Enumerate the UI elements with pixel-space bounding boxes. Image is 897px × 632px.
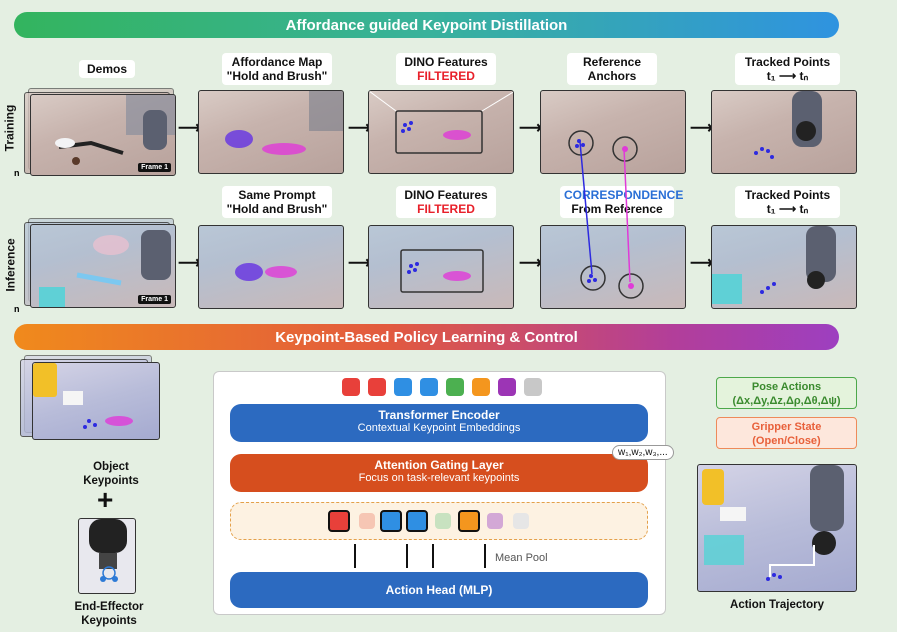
arrow-2: ⟶ [348, 120, 371, 137]
caption-action-trajectory: Action Trajectory [730, 599, 824, 611]
gated-token [487, 513, 503, 529]
arrow-1: ⟶ [178, 120, 201, 137]
dino-features-image-training [368, 90, 514, 174]
affordance-map-image [198, 90, 344, 174]
arrow-8: ⟶ [690, 255, 713, 272]
n-mark-training: n [14, 168, 20, 178]
pose-actions-box: Pose Actions(Δx,Δy,Δz,Δρ,Δθ,Δψ) [716, 377, 857, 409]
demo-image-training: Frame 1 [30, 94, 176, 176]
arrow-pool-3 [432, 544, 434, 568]
row-label-training: Training [2, 104, 17, 152]
keypoint-token [394, 378, 412, 396]
attention-title: Attention Gating Layer [374, 458, 504, 472]
demo-scene [55, 95, 175, 165]
weights-badge: w₁,w₂,w₃,... [612, 445, 674, 460]
arrow-4: ⟶ [690, 120, 713, 137]
object-keypoints-scene [33, 363, 133, 429]
section-1-title: Affordance guided Keypoint Distillation [285, 16, 568, 34]
end-effector-scene [89, 519, 127, 582]
section-2-banner: Keypoint-Based Policy Learning & Control [14, 324, 839, 350]
affordance-scene [225, 91, 343, 155]
transformer-encoder-block: Transformer Encoder Contextual Keypoint … [230, 404, 648, 442]
arrow-6: ⟶ [348, 255, 371, 272]
same-prompt-scene [235, 263, 297, 281]
attention-subtitle: Focus on task-relevant keypoints [358, 472, 520, 484]
row-label-inference: Inference [3, 238, 18, 292]
label-affordance-map: Affordance Map"Hold and Brush" [222, 53, 332, 85]
gated-token [435, 513, 451, 529]
keypoint-token [368, 378, 386, 396]
tracked-points-training-image [711, 90, 857, 174]
keypoint-token [420, 378, 438, 396]
gated-token [328, 510, 350, 532]
frame-tag-training: Frame 1 [138, 163, 171, 172]
section-1-banner: Affordance guided Keypoint Distillation [14, 12, 839, 38]
action-trajectory-image [697, 464, 857, 592]
action-head-block: Action Head (MLP) [230, 572, 648, 608]
inference-scene [39, 230, 171, 307]
gated-token [406, 510, 428, 532]
label-same-prompt: Same Prompt"Hold and Brush" [222, 186, 332, 218]
correspondence-lines [579, 141, 631, 283]
keypoint-token [446, 378, 464, 396]
arrow-5: ⟶ [178, 255, 201, 272]
arrow-pool-4 [484, 544, 486, 568]
gated-token [513, 513, 529, 529]
keypoint-token [472, 378, 490, 396]
gated-token [380, 510, 402, 532]
dino-features-image-inference [368, 225, 514, 309]
section-2-title: Keypoint-Based Policy Learning & Control [275, 328, 578, 346]
n-mark-inference: n [14, 304, 20, 314]
mean-pool-label: Mean Pool [495, 552, 548, 564]
gated-token [458, 510, 480, 532]
dino-scene-inference [400, 249, 484, 293]
action-head-title: Action Head (MLP) [385, 583, 493, 597]
gripper-state-box: Gripper State(Open/Close) [716, 417, 857, 449]
same-prompt-image [198, 225, 344, 309]
plus-sign: + [97, 484, 114, 515]
tracked-scene-training [754, 91, 822, 159]
gated-token [359, 513, 375, 529]
encoder-title: Transformer Encoder [378, 408, 500, 422]
label-demos: Demos [79, 60, 135, 78]
frame-tag-inference: Frame 1 [138, 295, 171, 304]
policy-panel: Transformer Encoder Contextual Keypoint … [213, 371, 674, 615]
trajectory-scene [702, 465, 844, 581]
keypoint-token [342, 378, 360, 396]
correspondence-scene [580, 265, 644, 299]
correspondence-image [540, 225, 686, 309]
object-keypoints-image [32, 362, 160, 440]
end-effector-image [78, 518, 136, 594]
reference-anchors-image [540, 90, 686, 174]
tracked-points-inference-image [711, 225, 857, 309]
attention-gating-block: Attention Gating Layer Focus on task-rel… [230, 454, 648, 492]
encoder-subtitle: Contextual Keypoint Embeddings [357, 422, 521, 434]
arrow-7: ⟶ [519, 255, 542, 272]
keypoint-token [498, 378, 516, 396]
dino-scene-training [369, 91, 513, 154]
arrow-pool-2 [406, 544, 408, 568]
arrow-3: ⟶ [519, 120, 542, 137]
keypoint-token [524, 378, 542, 396]
arrow-pool-1 [354, 544, 356, 568]
tracked-scene-inference [712, 226, 836, 304]
demo-image-inference: Frame 1 [30, 224, 176, 308]
